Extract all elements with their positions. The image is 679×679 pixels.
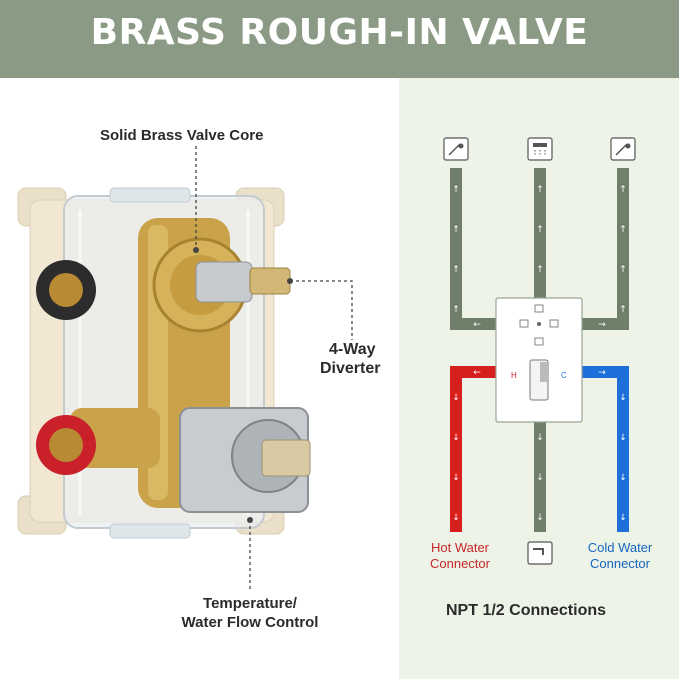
hot-inlet-port xyxy=(36,415,96,475)
svg-text:→: → xyxy=(598,320,606,330)
diverter-label-line1: 4-Way xyxy=(329,341,376,358)
handheld-shower-icon xyxy=(610,137,636,161)
hot-water-label-line2: Connector xyxy=(430,556,490,571)
hot-water-label: Hot Water Connector xyxy=(420,540,500,572)
tub-spout-icon xyxy=(527,541,553,565)
handheld-shower-icon xyxy=(443,137,469,161)
svg-text:↑: ↑ xyxy=(619,225,627,235)
diverter-stem xyxy=(195,261,291,303)
svg-text:↑: ↑ xyxy=(536,185,544,195)
title-banner: BRASS ROUGH-IN VALVE xyxy=(0,0,679,78)
svg-text:↓: ↓ xyxy=(452,393,460,403)
svg-text:↑: ↑ xyxy=(619,185,627,195)
svg-text:↑: ↑ xyxy=(452,225,460,235)
cold-inlet-port xyxy=(36,260,96,320)
svg-text:↓: ↓ xyxy=(619,393,627,403)
temperature-label-line1: Temperature/ xyxy=(203,595,297,612)
leader-diverter xyxy=(290,280,353,340)
diverter-label: 4-Way Diverter xyxy=(320,340,380,378)
cold-water-label-line1: Cold Water xyxy=(587,540,653,555)
valve-core-label: Solid Brass Valve Core xyxy=(100,127,264,144)
svg-text:→: → xyxy=(598,368,606,378)
svg-text:↑: ↑ xyxy=(619,305,627,315)
cold-water-label-line2: Connector xyxy=(590,556,650,571)
svg-text:↑: ↑ xyxy=(536,225,544,235)
hot-pipe xyxy=(450,366,498,532)
temperature-cartridge xyxy=(179,407,311,513)
svg-text:↓: ↓ xyxy=(452,473,460,483)
cold-water-label: Cold Water Connector xyxy=(578,540,662,572)
svg-text:↑: ↑ xyxy=(452,265,460,275)
svg-text:↑: ↑ xyxy=(452,305,460,315)
svg-text:↓: ↓ xyxy=(619,513,627,523)
svg-text:↓: ↓ xyxy=(536,473,544,483)
svg-text:↑: ↑ xyxy=(536,265,544,275)
flow-arrows: ↑ ↑ ↑ ↑ ↑ ↑ ↑ ↑ ↑ ↑ ↑ ← → ← → ↓ ↓ ↓ ↓ ↓ ↓ ↓ ↓ ↓ ↓ ↓ xyxy=(452,185,627,523)
svg-text:↓: ↓ xyxy=(452,513,460,523)
diverter-label-line2: Diverter xyxy=(320,360,381,377)
svg-text:↓: ↓ xyxy=(536,433,544,443)
svg-text:↓: ↓ xyxy=(536,513,544,523)
banner-title: BRASS ROUGH-IN VALVE xyxy=(90,12,589,53)
hot-water-label-line1: Hot Water xyxy=(430,540,490,555)
svg-text:←: ← xyxy=(473,320,481,330)
valve-cold-letter: C xyxy=(561,371,567,380)
svg-text:↓: ↓ xyxy=(619,473,627,483)
valve-hot-letter: H xyxy=(511,371,517,380)
svg-text:↓: ↓ xyxy=(452,433,460,443)
svg-text:↑: ↑ xyxy=(452,185,460,195)
svg-text:←: ← xyxy=(473,368,481,378)
gray-pipes xyxy=(450,168,629,532)
temperature-label-line2: Water Flow Control xyxy=(181,614,319,631)
cold-pipe xyxy=(580,366,629,532)
valve-illustration xyxy=(17,146,353,592)
svg-text:↓: ↓ xyxy=(619,433,627,443)
npt-connections-label: NPT 1/2 Connections xyxy=(446,602,607,619)
rain-shower-icon xyxy=(527,137,553,161)
temperature-label: Temperature/ Water Flow Control xyxy=(160,594,340,632)
valve-trim-plate xyxy=(495,297,583,423)
svg-text:↑: ↑ xyxy=(619,265,627,275)
